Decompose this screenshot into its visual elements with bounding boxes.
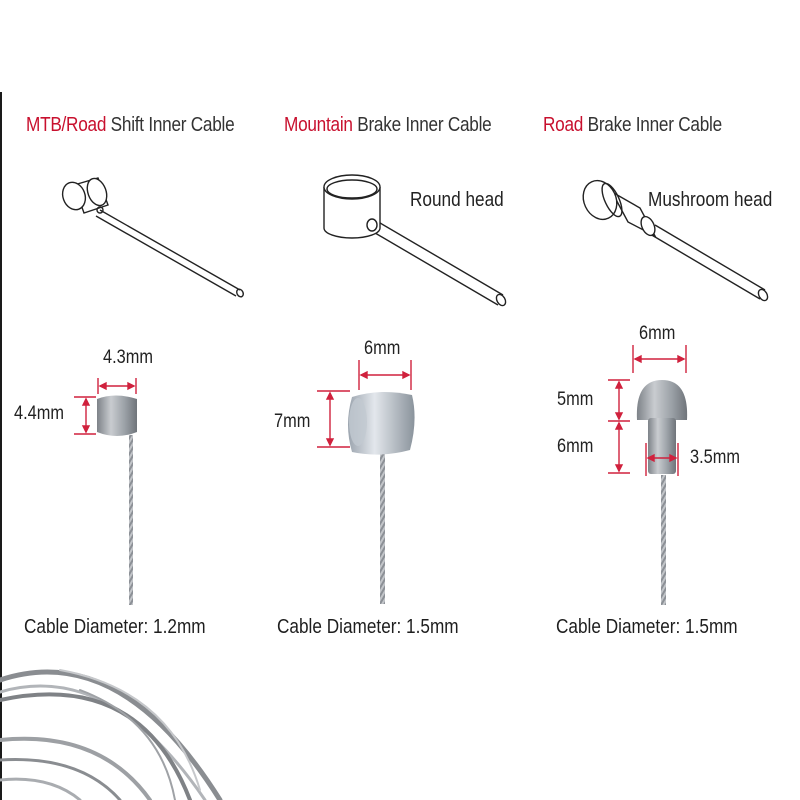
- title-accent: MTB/Road: [26, 114, 107, 136]
- title-accent: Mountain: [284, 114, 353, 136]
- title-rest: Brake Inner Cable: [357, 114, 492, 136]
- dim-head-height-mushroom: 5mm: [557, 389, 594, 410]
- head-label-mushroom: Mushroom head: [648, 189, 773, 211]
- title-rest: Shift Inner Cable: [110, 114, 235, 136]
- left-border-line: [0, 92, 2, 800]
- cable-diameter-shift: Cable Diameter: 1.2mm: [24, 616, 206, 638]
- dim-width-shift: 4.3mm: [103, 347, 153, 368]
- dim-height-round: 7mm: [274, 411, 311, 432]
- cable-diameter-road: Cable Diameter: 1.5mm: [556, 616, 738, 638]
- mushroom-head-sketch: [582, 179, 769, 302]
- round-head-sketch: [323, 174, 507, 307]
- mushroom-dimension-lines: [608, 345, 687, 476]
- dim-height-shift: 4.4mm: [14, 403, 64, 424]
- cable-diameter-mountain: Cable Diameter: 1.5mm: [277, 616, 459, 638]
- round-head-photo: [348, 391, 415, 604]
- column-title-mountain-brake: Mountain Brake Inner Cable: [284, 114, 492, 137]
- shift-cable-photo: [97, 395, 137, 605]
- head-label-round: Round head: [410, 189, 504, 211]
- mushroom-head-photo: [636, 380, 688, 605]
- cable-coil: [0, 669, 223, 800]
- shift-dimension-lines: [74, 378, 137, 435]
- column-title-road-brake: Road Brake Inner Cable: [543, 114, 722, 137]
- title-accent: Road: [543, 114, 584, 136]
- dim-neck-width-mushroom: 3.5mm: [690, 447, 740, 468]
- dim-width-round: 6mm: [364, 338, 401, 359]
- title-rest: Brake Inner Cable: [587, 114, 723, 136]
- shift-cable-sketch: [61, 177, 244, 298]
- round-head-dimension-lines: [317, 360, 412, 448]
- dim-width-mushroom: 6mm: [639, 323, 676, 344]
- dim-neck-height-mushroom: 6mm: [557, 436, 594, 457]
- column-title-shift: MTB/Road Shift Inner Cable: [26, 114, 235, 137]
